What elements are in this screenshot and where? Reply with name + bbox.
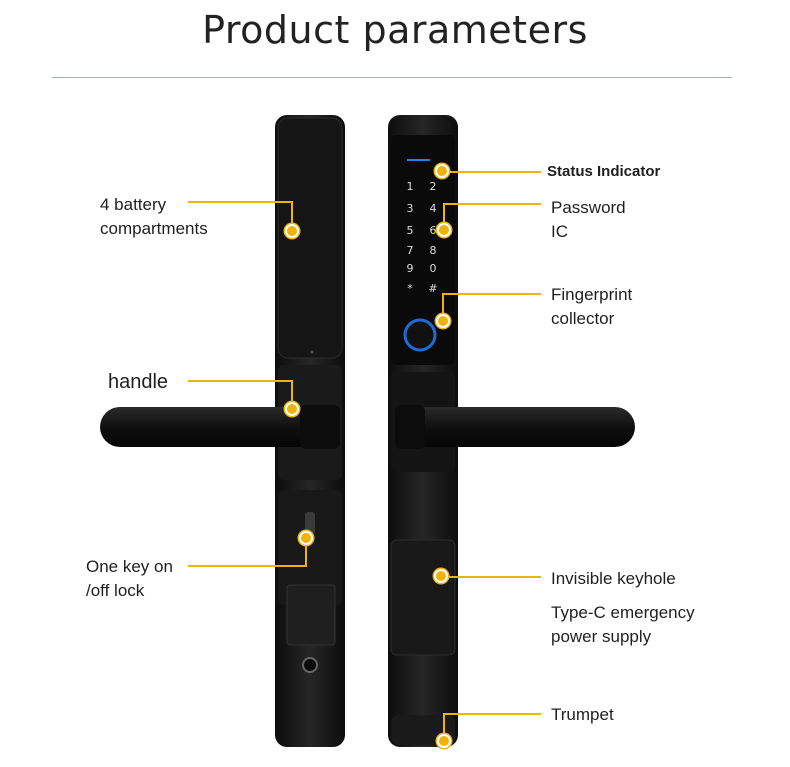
svg-text:9: 9 (407, 262, 414, 275)
fingerprint-label-line2: collector (551, 309, 615, 328)
onekey-label-line2: /off lock (86, 581, 145, 600)
svg-text:7: 7 (407, 244, 414, 257)
svg-text:4: 4 (430, 202, 437, 215)
keyhole-marker (434, 569, 448, 583)
password-ic-leader-v (443, 203, 445, 223)
svg-text:0: 0 (430, 262, 437, 275)
battery-label-line1: 4 battery (100, 195, 167, 214)
svg-text:8: 8 (430, 244, 437, 257)
keyhole-leader (448, 576, 541, 578)
typec-label-line1: Type-C emergency (551, 603, 695, 622)
password-ic-label-line1: Password (551, 198, 626, 217)
handle-leader-v (291, 380, 293, 403)
fingerprint-leader-v (442, 293, 444, 314)
onekey-label-line1: One key on (86, 557, 173, 576)
battery-marker (285, 224, 299, 238)
title-divider (52, 77, 732, 78)
trumpet-leader-h (443, 713, 541, 715)
status-indicator-marker (435, 164, 449, 178)
svg-text:1: 1 (407, 180, 414, 193)
password-ic-marker (437, 223, 451, 237)
svg-text:6: 6 (430, 224, 437, 237)
svg-text:3: 3 (407, 202, 414, 215)
fingerprint-label-line1: Fingerprint (551, 285, 633, 304)
trumpet-leader-v (443, 713, 445, 735)
keypad: 1 2 3 4 5 6 7 8 9 0 * # (407, 180, 438, 295)
password-ic-label-line2: IC (551, 222, 568, 241)
handle-leader-h (188, 380, 293, 382)
keyhole-label: Invisible keyhole (551, 569, 676, 588)
battery-leader-h (188, 201, 293, 203)
battery-label-line2: compartments (100, 219, 208, 238)
onekey-marker (299, 531, 313, 545)
svg-text:*: * (407, 282, 413, 295)
svg-text:#: # (428, 282, 437, 295)
back-panel (100, 115, 345, 747)
front-panel: 1 2 3 4 5 6 7 8 9 0 * # (388, 115, 635, 747)
handle-label: handle (108, 371, 169, 393)
svg-text:2: 2 (430, 180, 437, 193)
battery-leader-v (291, 201, 293, 225)
fingerprint-leader-h (442, 293, 541, 295)
trumpet-label: Trumpet (551, 705, 614, 724)
status-indicator-label: Status Indicator (547, 163, 661, 180)
trumpet-marker (437, 734, 451, 748)
onekey-leader-h (188, 565, 306, 567)
page-title: Product parameters (202, 8, 588, 52)
handle-marker (285, 402, 299, 416)
onekey-leader-v (305, 544, 307, 567)
typec-label-line2: power supply (551, 627, 652, 646)
svg-text:5: 5 (407, 224, 414, 237)
password-ic-leader-h (443, 203, 541, 205)
status-indicator-leader (449, 171, 541, 173)
fingerprint-marker (436, 314, 450, 328)
